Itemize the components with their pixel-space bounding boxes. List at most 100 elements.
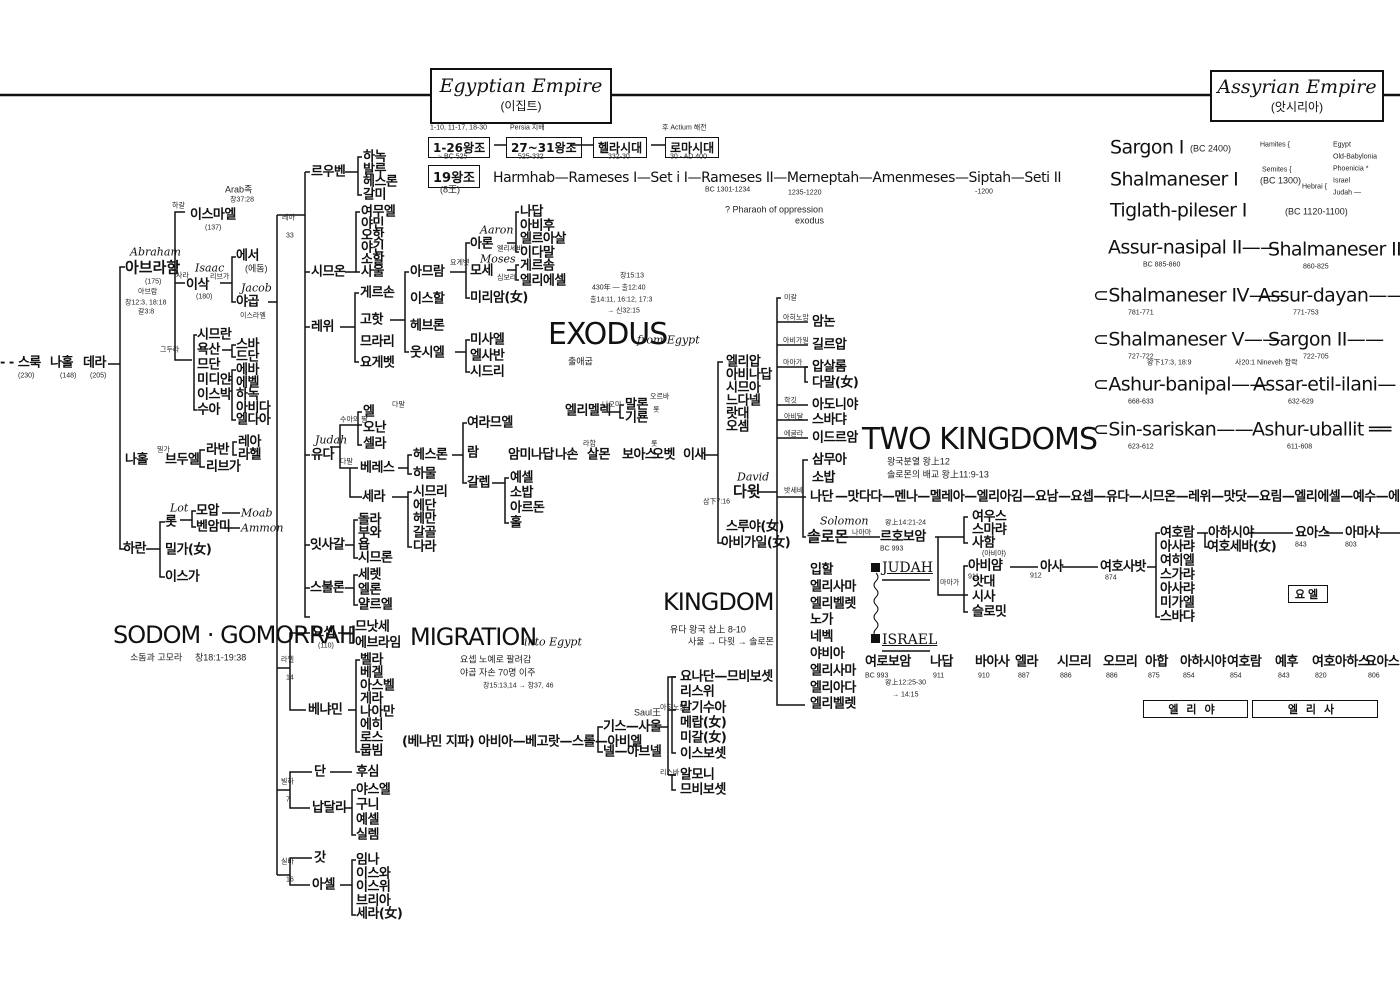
person-name: 이스위 bbox=[356, 879, 391, 895]
annotation: 유다 왕국 삼上 8-10 bbox=[670, 624, 746, 635]
section-title: MIGRATION bbox=[410, 623, 537, 651]
person-name: Israel bbox=[1333, 177, 1351, 185]
reference: 출14:11, 16:12, 17:3 bbox=[590, 296, 653, 304]
person-name: 입할 bbox=[810, 562, 833, 578]
reign-date: 886 bbox=[1106, 672, 1118, 680]
reign-date: 843 bbox=[1295, 541, 1307, 549]
wife: 다말 bbox=[340, 458, 353, 466]
assyrian-king: Ashur-uballit ══ bbox=[1252, 418, 1391, 441]
assyrian-empire-box: Assyrian Empire (앗시리아) bbox=[1210, 70, 1384, 122]
person-name: 게르솜 bbox=[520, 258, 555, 274]
alias: (아비야) bbox=[982, 550, 1006, 558]
age: (230) bbox=[18, 372, 35, 380]
person-name: 헤브론 bbox=[410, 318, 445, 334]
person-name: 엘르아살 bbox=[520, 231, 566, 247]
person-name: 베레스 bbox=[360, 460, 395, 476]
person-name: 고핫 bbox=[360, 312, 383, 328]
person-name: 하란 bbox=[123, 541, 146, 557]
person-name: 넬—아브넬 bbox=[603, 744, 662, 760]
person-name: 베겔 bbox=[360, 665, 383, 681]
person-name: 스루야(女) bbox=[726, 519, 784, 535]
people-group: Semites { bbox=[1262, 166, 1292, 174]
person-name: 수아 bbox=[197, 402, 220, 418]
person-name: 아도니야 bbox=[812, 397, 858, 413]
assyrian-king: Shalmaneser I bbox=[1110, 168, 1239, 191]
person-name: 모세 bbox=[470, 263, 493, 279]
reference: 창15:13,14 → 창37, 46 bbox=[483, 682, 554, 690]
reign-date: (BC 1300) bbox=[1260, 175, 1302, 186]
person-name: 네벡 bbox=[810, 629, 833, 645]
person-name: 롯 bbox=[165, 514, 177, 530]
person-name: 아스벨 bbox=[360, 678, 395, 694]
person-name: 하물 bbox=[413, 466, 436, 482]
person-name: 시므란 bbox=[197, 327, 232, 343]
person-name: 다라 bbox=[413, 539, 436, 555]
nation: Moab bbox=[241, 506, 273, 520]
person-name: 이스박 bbox=[197, 387, 232, 403]
assyrian-king: ⊂Shalmaneser IV—— bbox=[1093, 284, 1286, 307]
person-name: 벨라 bbox=[360, 652, 383, 668]
mother: 빌하 bbox=[281, 778, 294, 786]
person-name: 세라(女) bbox=[356, 906, 403, 922]
reign-date: (BC 1120-1100) bbox=[1285, 206, 1348, 217]
person-name: 리브가 bbox=[206, 459, 241, 475]
english-name: David bbox=[737, 470, 770, 484]
mother: 실바 bbox=[281, 858, 294, 866]
person-name: 이드르암 bbox=[812, 430, 858, 446]
genealogy-line: —맛다다—멘나—멜레아—엘리아김—요남—요셉—유다—시므온—레위—맛닷—요림—엘… bbox=[835, 489, 1400, 505]
section-title: EXODUS bbox=[548, 317, 668, 352]
reference: 창37:28 bbox=[230, 196, 254, 204]
person-name: 보아스 bbox=[622, 447, 657, 463]
person-name: 아마샤 bbox=[1345, 525, 1380, 541]
person-name: 요아스 bbox=[1295, 525, 1330, 541]
person-name: 여로보암 bbox=[865, 654, 911, 670]
people-group: Hamites { bbox=[1260, 141, 1290, 149]
dynasty-box: 27~31왕조 bbox=[506, 137, 582, 158]
reference: → 신32:15 bbox=[607, 307, 640, 315]
person-name: 알모니 bbox=[680, 767, 715, 783]
person-name: 오므리 bbox=[1103, 654, 1138, 670]
person-name: 세렛 bbox=[358, 567, 381, 583]
dynasty-box: 로마시대 bbox=[665, 137, 720, 158]
pharaoh-date: BC 1301-1234 bbox=[705, 186, 751, 194]
person-name: 메랍(女) bbox=[680, 715, 727, 731]
alias: 아브람 bbox=[138, 288, 158, 296]
reign-date: BC 993 bbox=[865, 672, 889, 680]
wife: 요게벳 bbox=[450, 259, 470, 267]
person-name: 밀가(女) bbox=[165, 542, 212, 558]
person-name: 이스가 bbox=[165, 569, 200, 585]
section-subtitle: 출애굽 bbox=[568, 356, 593, 367]
person-name: 살몬 bbox=[587, 447, 610, 463]
person-name: 하녹 bbox=[363, 149, 386, 165]
assyrian-king: ⊂Ashur-banipal—— bbox=[1093, 373, 1268, 396]
annotation: 소돔과 고모라 bbox=[130, 652, 183, 663]
wife: 아히노암 bbox=[783, 314, 809, 322]
assyrian-king: Sargon I bbox=[1110, 136, 1184, 159]
person-name: 말론 bbox=[625, 397, 648, 413]
reign-date: 611-608 bbox=[1287, 443, 1313, 451]
person-name: 에바 bbox=[236, 362, 259, 378]
reign-date: 771-753 bbox=[1293, 309, 1319, 317]
prophet-elijah-box: 엘리야 bbox=[1143, 700, 1248, 718]
wife: 수아의 딸 bbox=[340, 416, 368, 424]
person-name: 유다 bbox=[311, 447, 334, 463]
person-name: 기룐 bbox=[625, 410, 648, 426]
annotation: 솔로몬의 배교 왕上11:9-13 bbox=[887, 469, 989, 480]
person-name: 이새 bbox=[683, 447, 706, 463]
wife: 리스바 bbox=[660, 769, 680, 777]
alias: 이스라엘 bbox=[240, 312, 266, 320]
person-name: 느다넬 bbox=[726, 393, 761, 409]
assyrian-empire-title: Assyrian Empire bbox=[1217, 76, 1377, 98]
person-name: 홀 bbox=[510, 515, 522, 531]
person-name: 소밥 bbox=[812, 470, 835, 486]
reign-date: 854 bbox=[1230, 672, 1242, 680]
person-name: 욥 bbox=[358, 537, 370, 553]
person-name: 나답 bbox=[930, 654, 953, 670]
person-name: 예후 bbox=[1275, 654, 1298, 670]
person-name: 뭅빔 bbox=[360, 743, 383, 759]
assyrian-king: Assur-nasipal II—— bbox=[1108, 236, 1279, 259]
person-name: 아합 bbox=[1145, 654, 1168, 670]
kingdom-label: JUDAH bbox=[882, 560, 933, 576]
person-name: 에단 bbox=[413, 498, 436, 514]
wife: 학깃 bbox=[784, 397, 797, 405]
